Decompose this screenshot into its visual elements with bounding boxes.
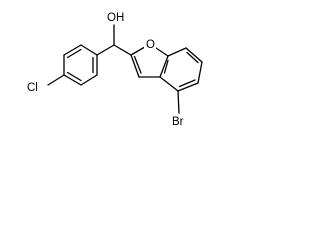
hydroxyl-label: OH [107,12,124,24]
ring-oxygen-label: O [146,39,155,51]
atom-labels: OH O Cl Br [26,9,189,128]
bond [47,74,65,86]
bond [66,48,82,59]
bond [63,74,82,86]
bond [80,74,98,86]
bond [186,51,199,64]
bond [167,47,187,57]
bond [66,71,82,82]
bond-network [47,24,203,114]
structure-canvas: OH O Cl Br [0,0,236,148]
bond [63,44,82,56]
bond [197,61,203,84]
bond [130,54,140,78]
bond [96,44,115,56]
bond [177,90,180,114]
bond [159,55,169,78]
bond [177,82,199,92]
bond [133,55,142,74]
bond [113,44,132,56]
molecule-diagram: OH O Cl Br [26,9,203,128]
bond [185,47,203,63]
bond [159,76,179,92]
bond [80,44,98,56]
bond [163,59,169,74]
bromine-label: Br [172,116,184,128]
chlorine-label: Cl [27,82,38,94]
bond [178,79,196,88]
